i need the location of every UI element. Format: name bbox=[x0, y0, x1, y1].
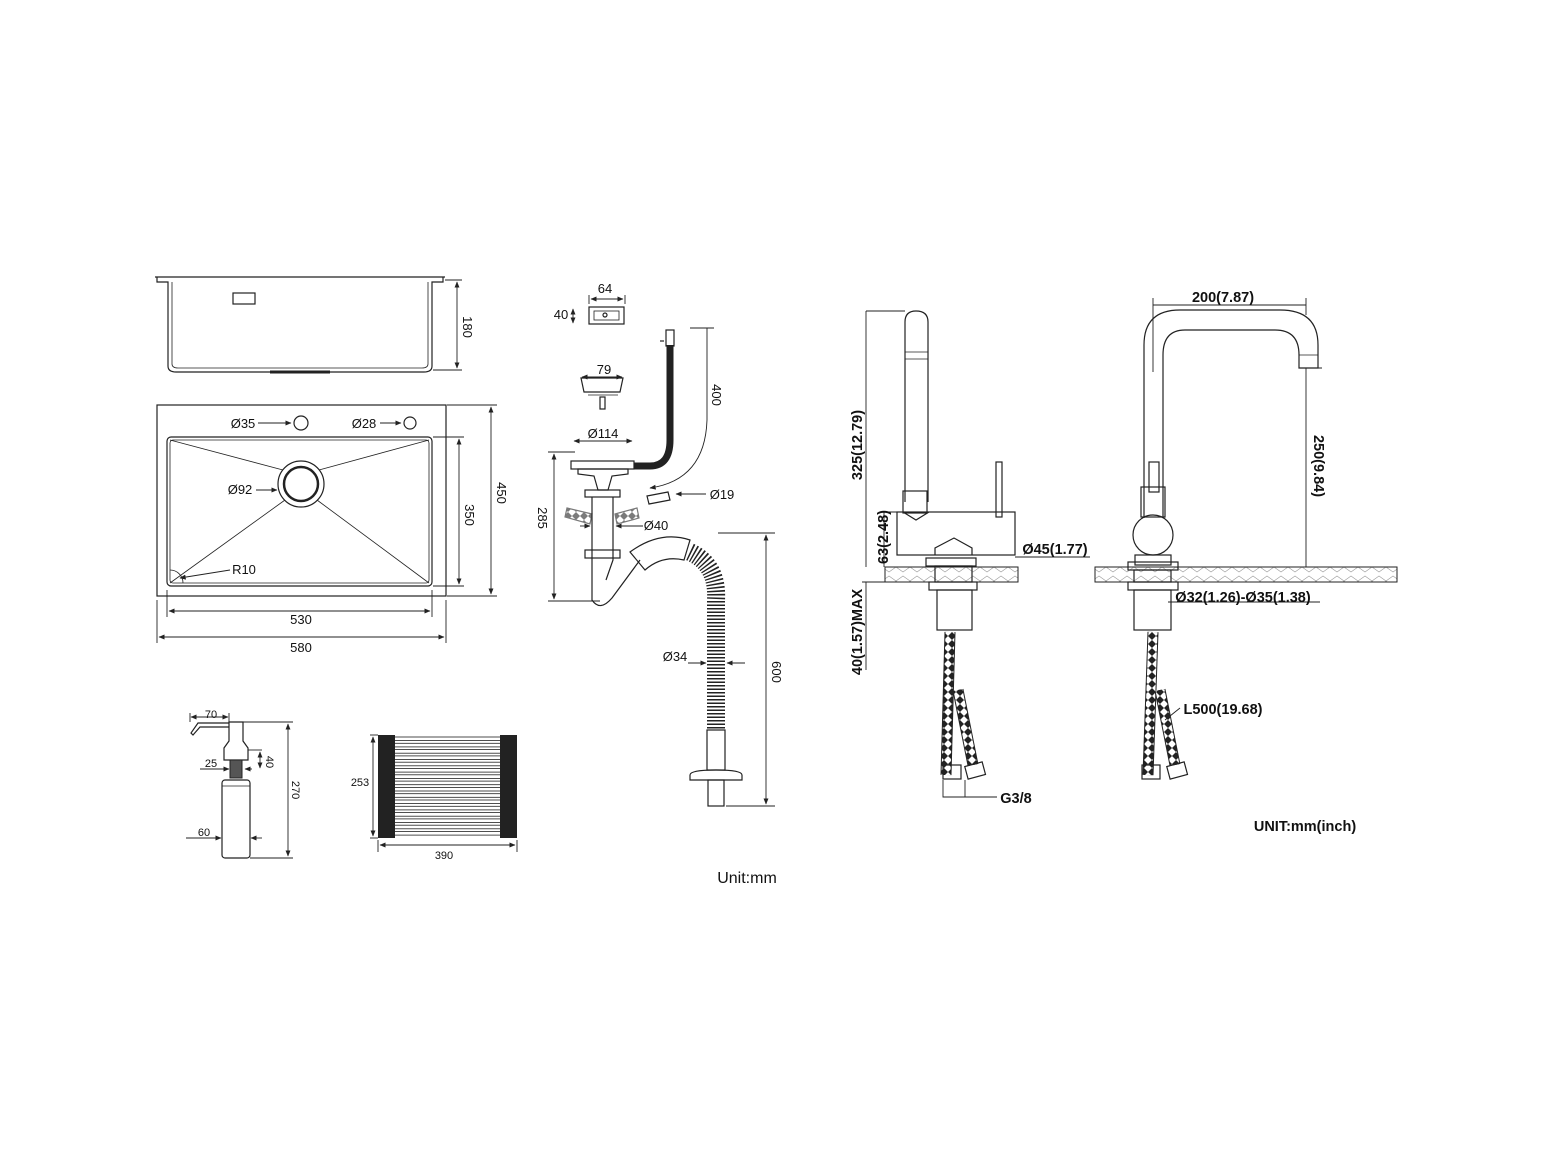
flange-diameter-label: Ø114 bbox=[588, 426, 619, 441]
overflow-hose-length-label: 400 bbox=[709, 384, 724, 406]
bottle-diameter-label: 60 bbox=[198, 827, 210, 839]
max-counter-thickness-label: 40(1.57)MAX bbox=[850, 589, 866, 676]
tap-hole-2 bbox=[403, 416, 417, 430]
mat-bar bbox=[379, 787, 516, 792]
hose-length-label: 600 bbox=[769, 661, 784, 683]
thread-diameter-label: 25 bbox=[205, 758, 217, 770]
drain-hole bbox=[277, 460, 325, 508]
tap-hole-1-label: Ø35 bbox=[231, 416, 256, 431]
spout-height-label: 250(9.84) bbox=[1310, 435, 1326, 497]
mat-bar bbox=[379, 824, 516, 830]
mat-bar bbox=[379, 774, 516, 779]
mat-bar bbox=[379, 736, 516, 741]
overflow-width-label: 64 bbox=[598, 281, 612, 296]
outer-width-label: 580 bbox=[290, 640, 312, 655]
hose-diameter-label: Ø34 bbox=[663, 649, 688, 664]
faucet-body-height-label: 63(2.48) bbox=[876, 510, 892, 564]
mat-bar bbox=[379, 805, 516, 811]
pipe-diameter-label: Ø40 bbox=[644, 518, 669, 533]
corner-radius-label: R10 bbox=[232, 562, 256, 577]
overflow-height-label: 40 bbox=[554, 307, 568, 322]
mat-bar bbox=[379, 793, 516, 798]
outer-depth-label: 450 bbox=[494, 482, 509, 504]
mat-bar bbox=[379, 780, 516, 786]
mat-bar bbox=[379, 799, 516, 804]
roll-up-mat: 253 390 bbox=[351, 734, 518, 862]
sink-side-view: 180 bbox=[155, 276, 475, 374]
mat-width-label: 253 bbox=[351, 777, 369, 789]
faucet-side-view: 325(12.79) 63(2.48) 40(1.57)MAX Ø45(1.77… bbox=[850, 310, 1090, 807]
mat-bar bbox=[379, 742, 516, 748]
mat-bar bbox=[379, 818, 516, 823]
spout-length-label: 70 bbox=[205, 709, 217, 721]
sink-depth-label: 180 bbox=[460, 316, 475, 338]
faucet-total-height-label: 325(12.79) bbox=[850, 410, 866, 480]
drain-diameter-label: Ø92 bbox=[228, 482, 253, 497]
mat-bar bbox=[379, 768, 516, 773]
mat-bar bbox=[379, 831, 516, 836]
hose-length-label: L500(19.68) bbox=[1184, 702, 1263, 718]
mat-bar bbox=[379, 749, 516, 754]
hole-diameter-label: Ø32(1.26)-Ø35(1.38) bbox=[1175, 590, 1311, 606]
mat-bar bbox=[379, 812, 516, 817]
faucet-body-diameter-label: Ø45(1.77) bbox=[1022, 542, 1087, 558]
soap-dispenser: 70 25 40 270 60 bbox=[186, 709, 301, 859]
mat-length-label: 390 bbox=[435, 850, 453, 862]
trap-height-label: 285 bbox=[535, 507, 550, 529]
tap-hole-1 bbox=[293, 415, 309, 431]
mat-bar bbox=[379, 761, 516, 767]
faucet-unit-label: UNIT:mm(inch) bbox=[1254, 819, 1356, 835]
faucet-reach-label: 200(7.87) bbox=[1192, 290, 1254, 306]
thread-label: G3/8 bbox=[1000, 791, 1031, 807]
drain-unit-label: Unit:mm bbox=[717, 870, 777, 887]
mat-bar bbox=[379, 755, 516, 760]
inner-width-label: 530 bbox=[290, 612, 312, 627]
inner-depth-label: 350 bbox=[462, 504, 477, 526]
drain-kit: 64 40 79 Ø114 400 Ø19 Ø40 285 bbox=[535, 281, 784, 887]
total-height-label: 270 bbox=[289, 781, 301, 799]
sink-top-view: Ø35 Ø28 Ø92 R10 350 450 530 580 bbox=[156, 404, 509, 655]
overflow-connector-label: Ø19 bbox=[710, 487, 735, 502]
strainer-diameter-label: 79 bbox=[597, 362, 611, 377]
tap-hole-2-label: Ø28 bbox=[352, 416, 377, 431]
faucet-front-view: 200(7.87) 250(9.84) Ø32(1.26)-Ø35(1.38) … bbox=[1094, 290, 1398, 835]
neck-height-label: 40 bbox=[263, 756, 275, 768]
